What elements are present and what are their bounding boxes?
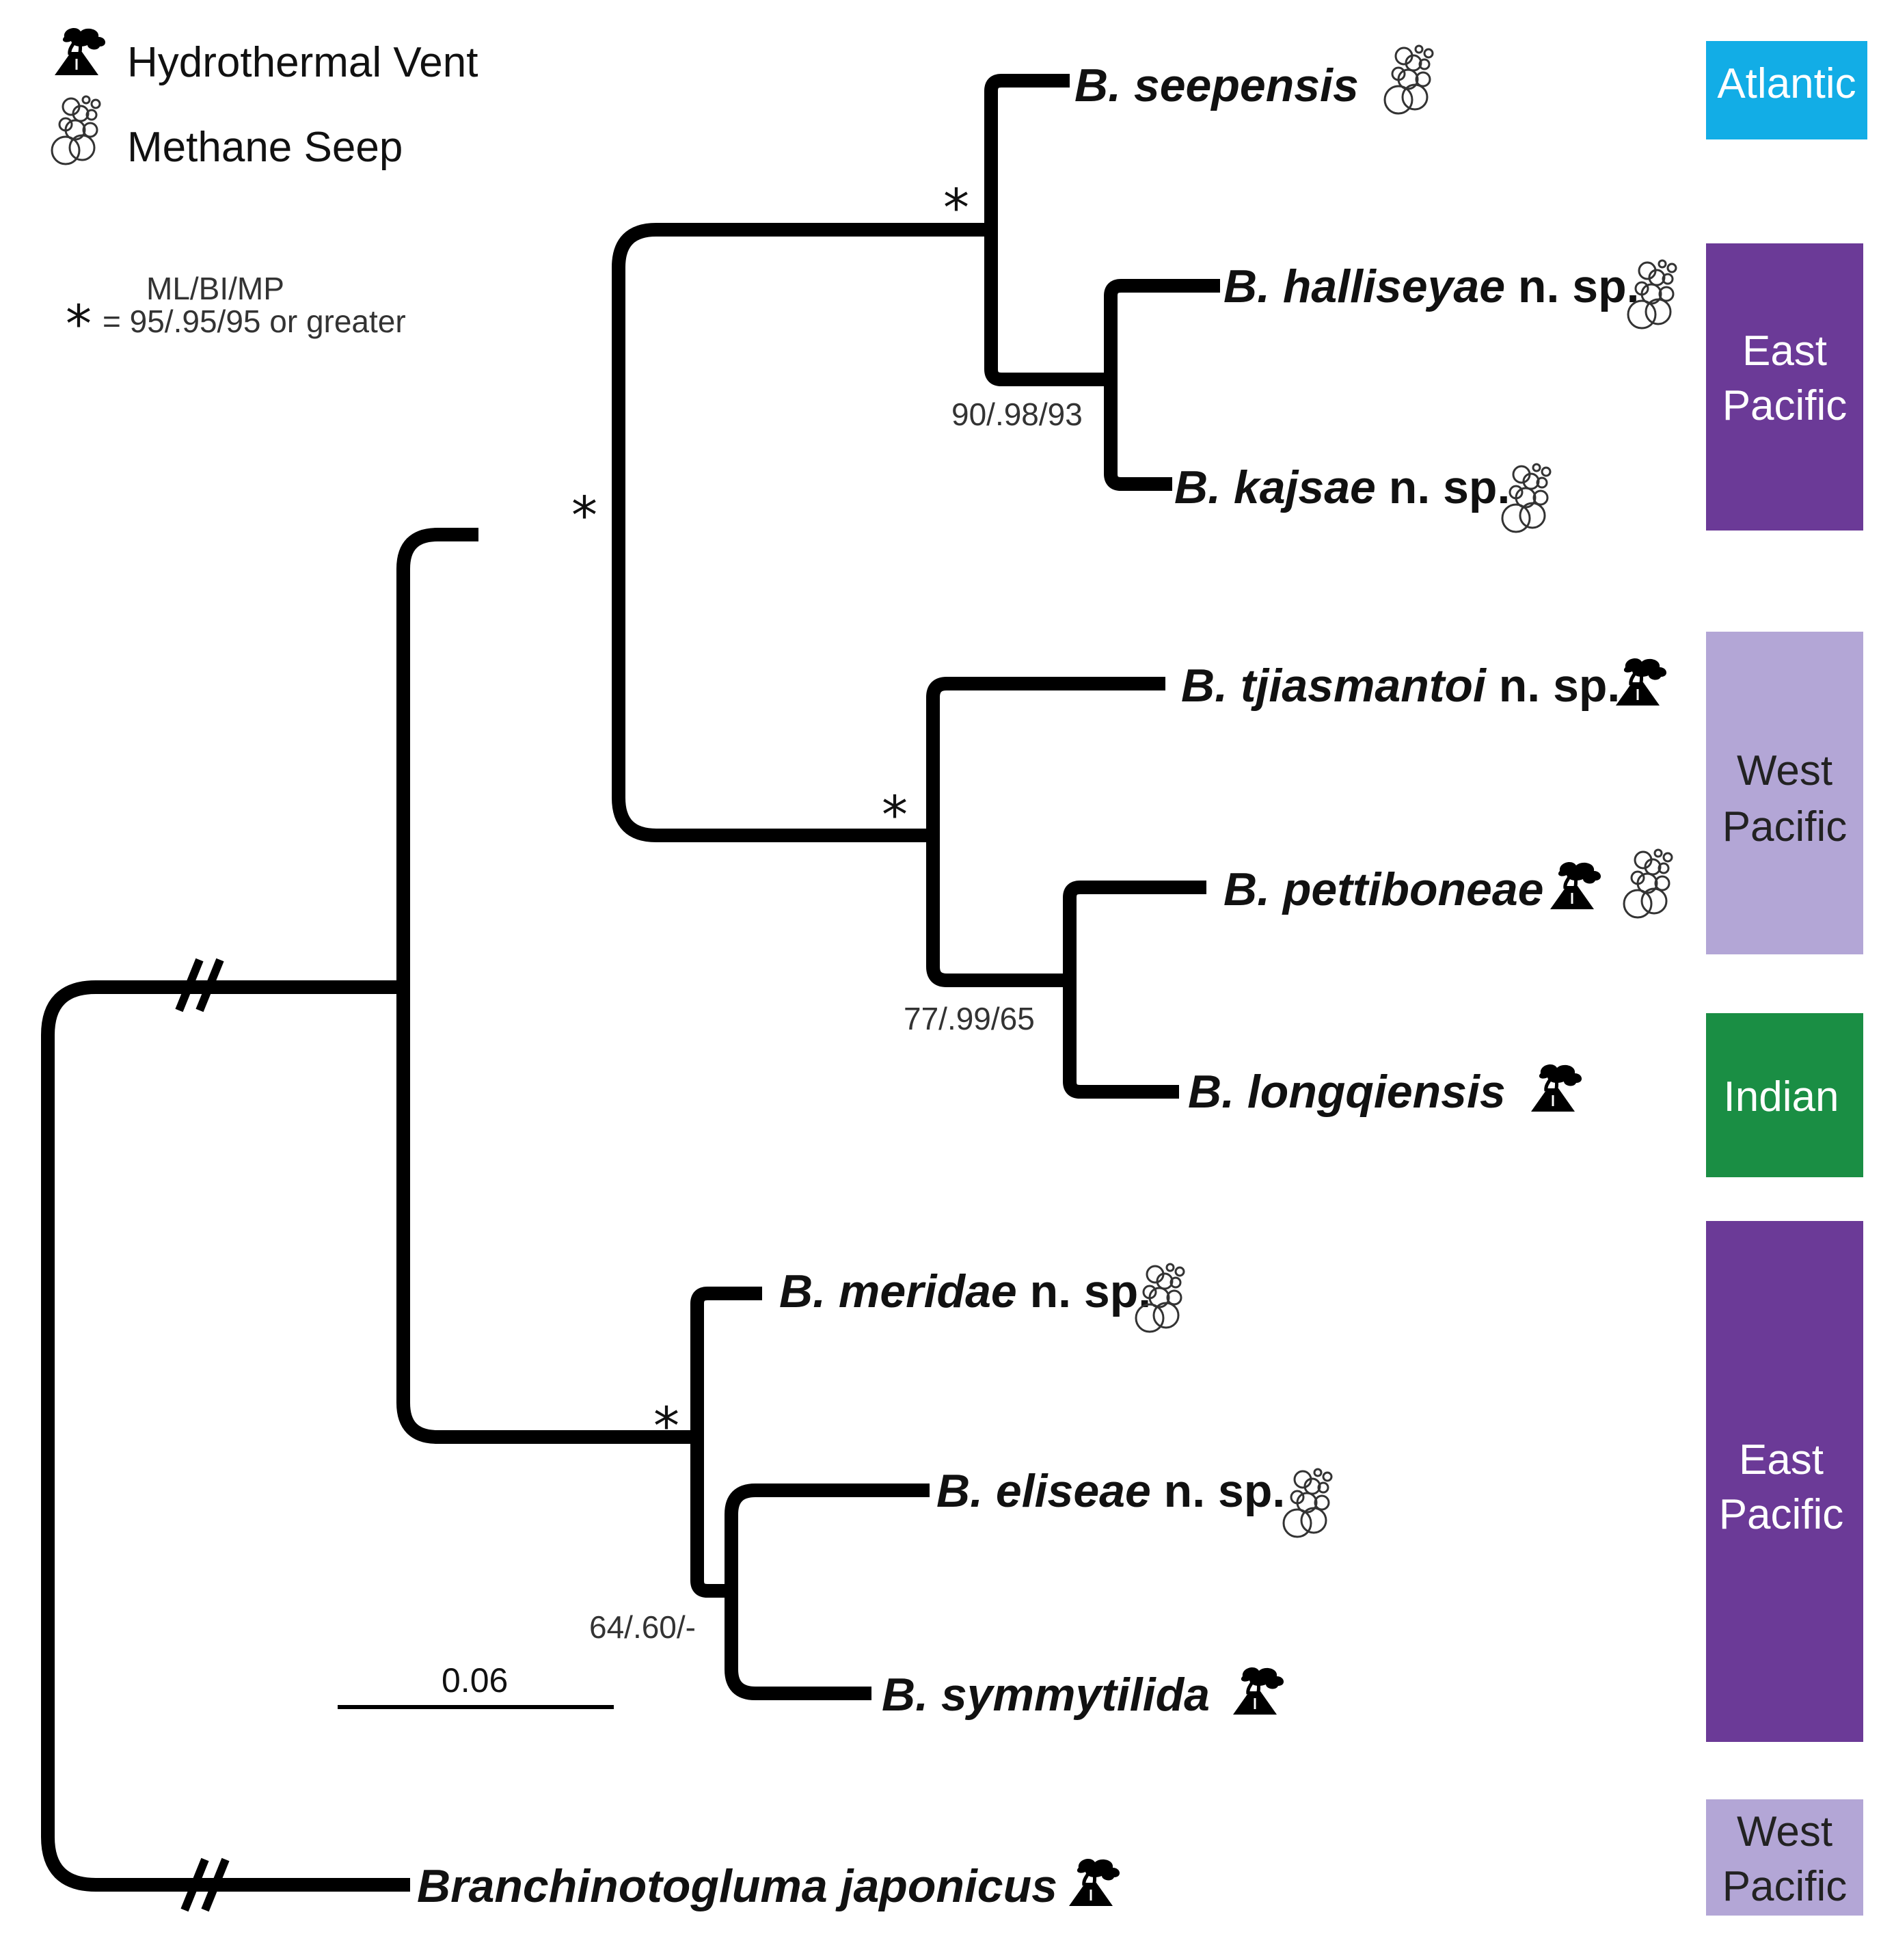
support-value: 64/.60/- [589,1609,696,1645]
legend-seep-label: Methane Seep [127,124,403,171]
region-label: West [1737,747,1832,794]
branch-eliseae-symmytilida [725,1484,930,1700]
node-supports: * * * * 90/.98/93 77/.99/65 64/.60/- [571,177,1083,1645]
support-star: * [653,1395,679,1456]
region-label: Indian [1724,1073,1839,1120]
methane-seep-icon [1282,1468,1333,1538]
region-box-west-pacific [1706,1799,1863,1916]
hydrothermal-vent-icon [1550,862,1601,909]
taxon-label: B. longqiensis [1188,1066,1506,1118]
branch-lower-clade [690,1287,762,1598]
region-box-west-pacific [1706,632,1863,954]
region-label: Pacific [1722,382,1848,429]
branch-halliseyae-kajsae [1104,279,1220,491]
support-star: * [943,177,969,238]
support-value: 77/.99/65 [904,1001,1035,1036]
methane-seep-icon [1623,848,1673,919]
support-key-title: ML/BI/MP [146,271,284,306]
region-label: Pacific [1719,1491,1844,1538]
break-mark [175,958,204,1012]
branch-ingroup [396,528,697,1444]
tree-branches [41,74,1220,1892]
region-box-atlantic [1706,41,1867,139]
taxon-label: B. pettiboneae [1223,863,1544,915]
methane-seep-icon [51,95,101,165]
hydrothermal-vent-icon [1069,1859,1120,1906]
taxon-label: B. symmytilida [882,1669,1210,1721]
region-label: Pacific [1722,1863,1848,1910]
support-star: * [571,485,597,546]
legend-vent-label: Hydrothermal Vent [127,39,478,86]
branch-tjiasmantoi-clade [926,677,1165,987]
taxon-label: B. halliseyae n. sp. [1223,260,1640,312]
region-box-east-pacific [1706,243,1863,531]
region-label: East [1739,1436,1824,1484]
region-label: Atlantic [1717,60,1856,107]
taxon-label: B. tjiasmantoi n. sp. [1181,660,1620,712]
branch-upper-clade [612,223,991,842]
support-key-threshold: = 95/.95/95 or greater [103,304,406,339]
branch-break-marks [175,958,230,1912]
scale-bar-label: 0.06 [442,1661,508,1700]
region-box-indian [1706,1013,1863,1177]
taxon-label: B. seepensis [1074,59,1359,111]
taxon-label: B. kajsae n. sp. [1174,461,1510,513]
break-mark [201,1857,230,1912]
support-value: 90/.98/93 [951,397,1083,432]
support-key-star: * [66,293,92,354]
legend: Hydrothermal Vent Methane Seep ML/BI/MP … [51,28,478,354]
branch-seepensis-clade [984,74,1111,386]
scale-bar: 0.06 [338,1661,614,1709]
hydrothermal-vent-icon [1531,1064,1582,1112]
taxon-label: B. eliseae n. sp. [936,1465,1285,1517]
support-star: * [882,784,908,845]
region-box-east-pacific [1706,1221,1863,1742]
taxon-label: B. meridae n. sp. [779,1265,1151,1317]
methane-seep-icon [1383,44,1434,115]
branch-root [41,980,410,1892]
region-label: West [1737,1808,1832,1855]
break-mark [180,1857,209,1912]
hydrothermal-vent-icon [55,28,105,75]
region-boxes: Atlantic East Pacific West Pacific India… [1706,41,1867,1916]
hydrothermal-vent-icon [1233,1667,1284,1715]
region-label: Pacific [1722,803,1848,850]
region-label: East [1742,327,1827,375]
break-mark [195,958,224,1012]
taxon-label: Branchinotogluma japonicus [417,1860,1057,1912]
hydrothermal-vent-icon [1616,658,1666,706]
taxon-labels: B. seepensis B. halliseyae n. sp. B. kaj… [417,44,1677,1912]
branch-pettiboneae-longqiensis [1063,881,1206,1099]
